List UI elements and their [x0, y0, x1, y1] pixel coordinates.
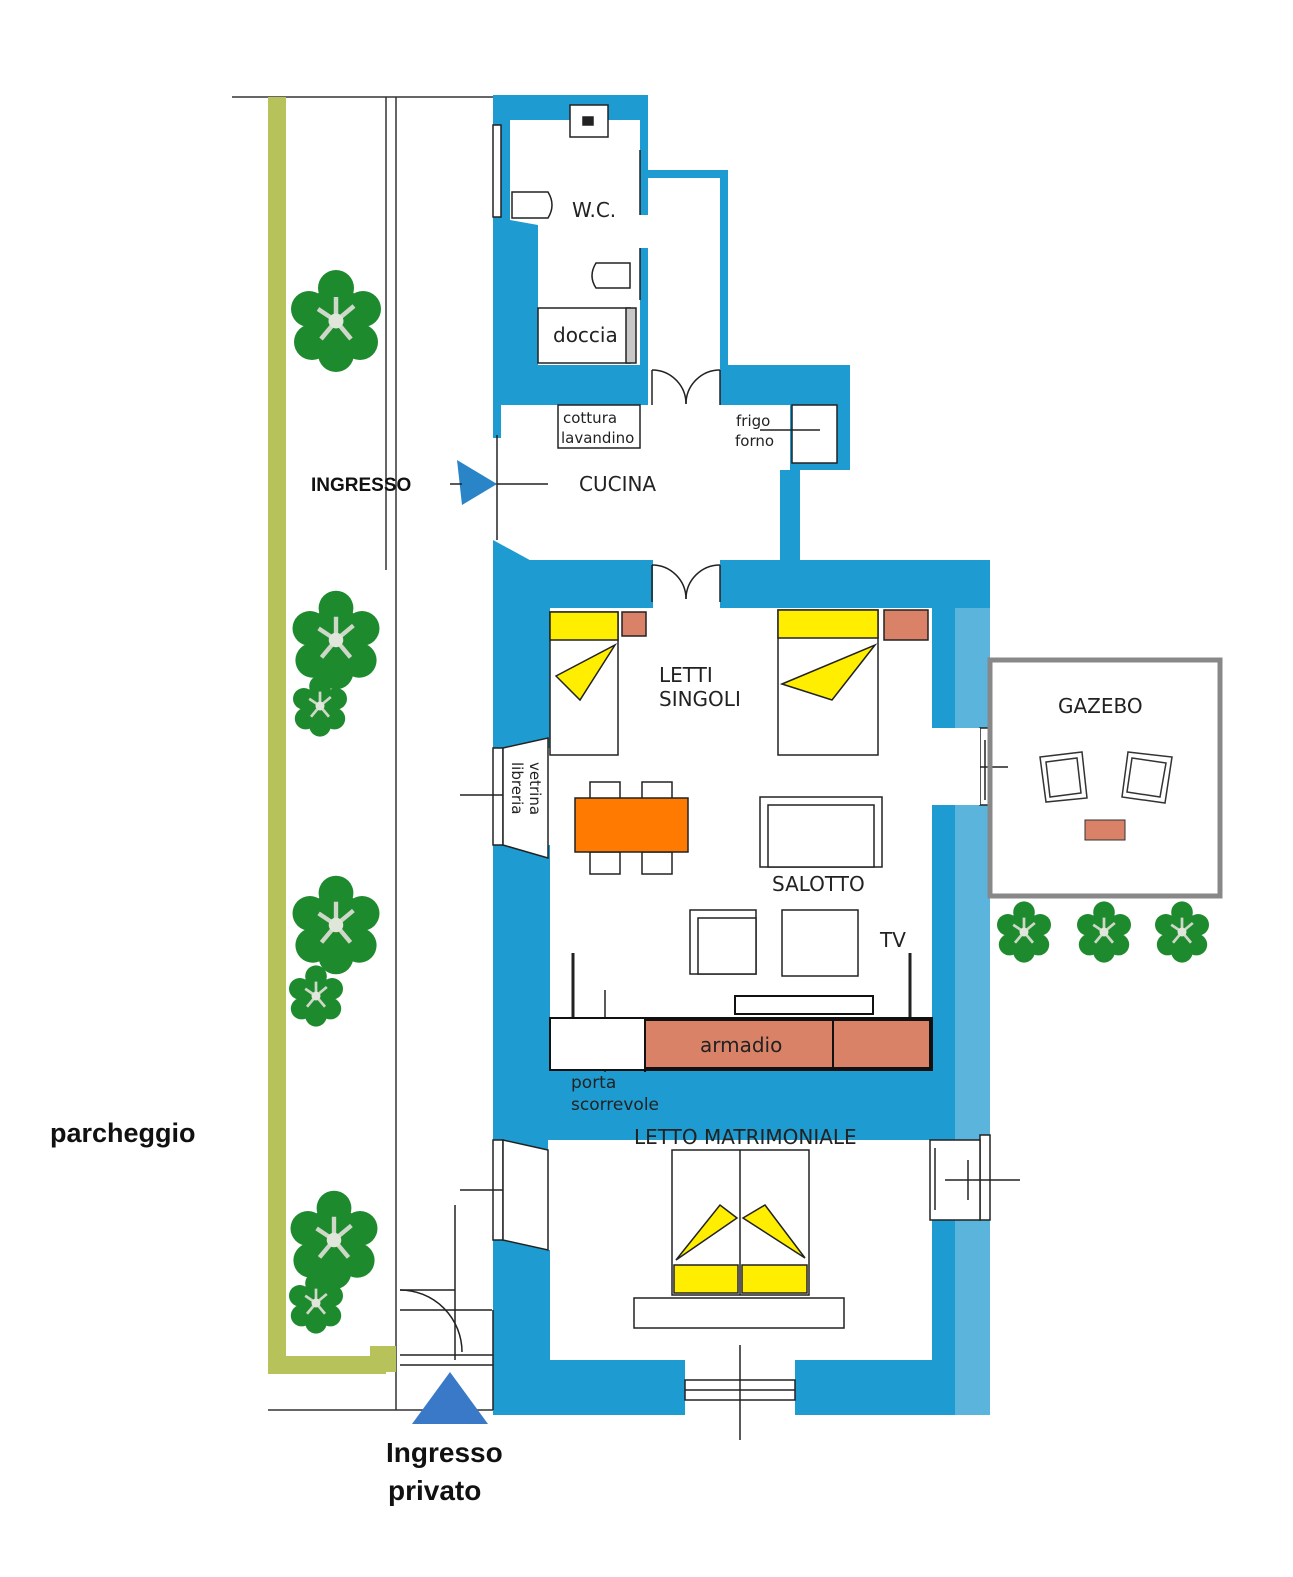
label-fridge-1: frigo	[736, 412, 770, 430]
label-entrance: INGRESSO	[311, 475, 411, 496]
label-shower: doccia	[553, 323, 618, 347]
room-labels: W.C. doccia cottura lavandino frigo forn…	[508, 198, 1143, 1149]
label-sliding-2: scorrevole	[571, 1095, 659, 1115]
label-bookcase-2: libreria	[508, 762, 526, 814]
label-gazebo: GAZEBO	[1058, 694, 1143, 718]
single-beds	[549, 609, 929, 756]
gazebo	[987, 657, 1223, 899]
label-kitchen: CUCINA	[579, 472, 656, 496]
kitchen-fixtures	[557, 404, 838, 464]
living-furniture	[571, 796, 912, 1020]
label-private-2: privato	[388, 1475, 481, 1506]
label-cooking-2: lavandino	[561, 429, 634, 447]
label-master: LETTO MATRIMONIALE	[634, 1125, 857, 1149]
wardrobe	[549, 995, 933, 1072]
label-singles-1: LETTI	[659, 663, 713, 687]
dining-table	[574, 781, 689, 875]
label-private-1: Ingresso	[386, 1437, 503, 1468]
entrance-marker	[457, 460, 497, 505]
hedge	[268, 97, 396, 1374]
label-bookcase-1: vetrina	[526, 762, 544, 815]
label-sliding-1: porta	[571, 1073, 616, 1093]
label-living: SALOTTO	[772, 872, 865, 896]
label-cooking-1: cottura	[563, 409, 617, 427]
label-wardrobe: armadio	[700, 1033, 782, 1057]
label-parking: parcheggio	[50, 1118, 196, 1148]
label-wc: W.C.	[572, 198, 616, 222]
bath-fixtures	[511, 104, 637, 364]
outside-labels: INGRESSO parcheggio Ingresso privato	[50, 475, 503, 1506]
private-entrance-marker	[412, 1372, 488, 1424]
wall-shade	[955, 608, 990, 1415]
doors-windows	[399, 124, 1020, 1440]
label-tv: TV	[879, 928, 906, 952]
site-lines	[232, 96, 500, 1411]
master-bed	[633, 1149, 845, 1329]
label-singles-2: SINGOLI	[659, 687, 741, 711]
label-fridge-2: forno	[735, 432, 774, 450]
